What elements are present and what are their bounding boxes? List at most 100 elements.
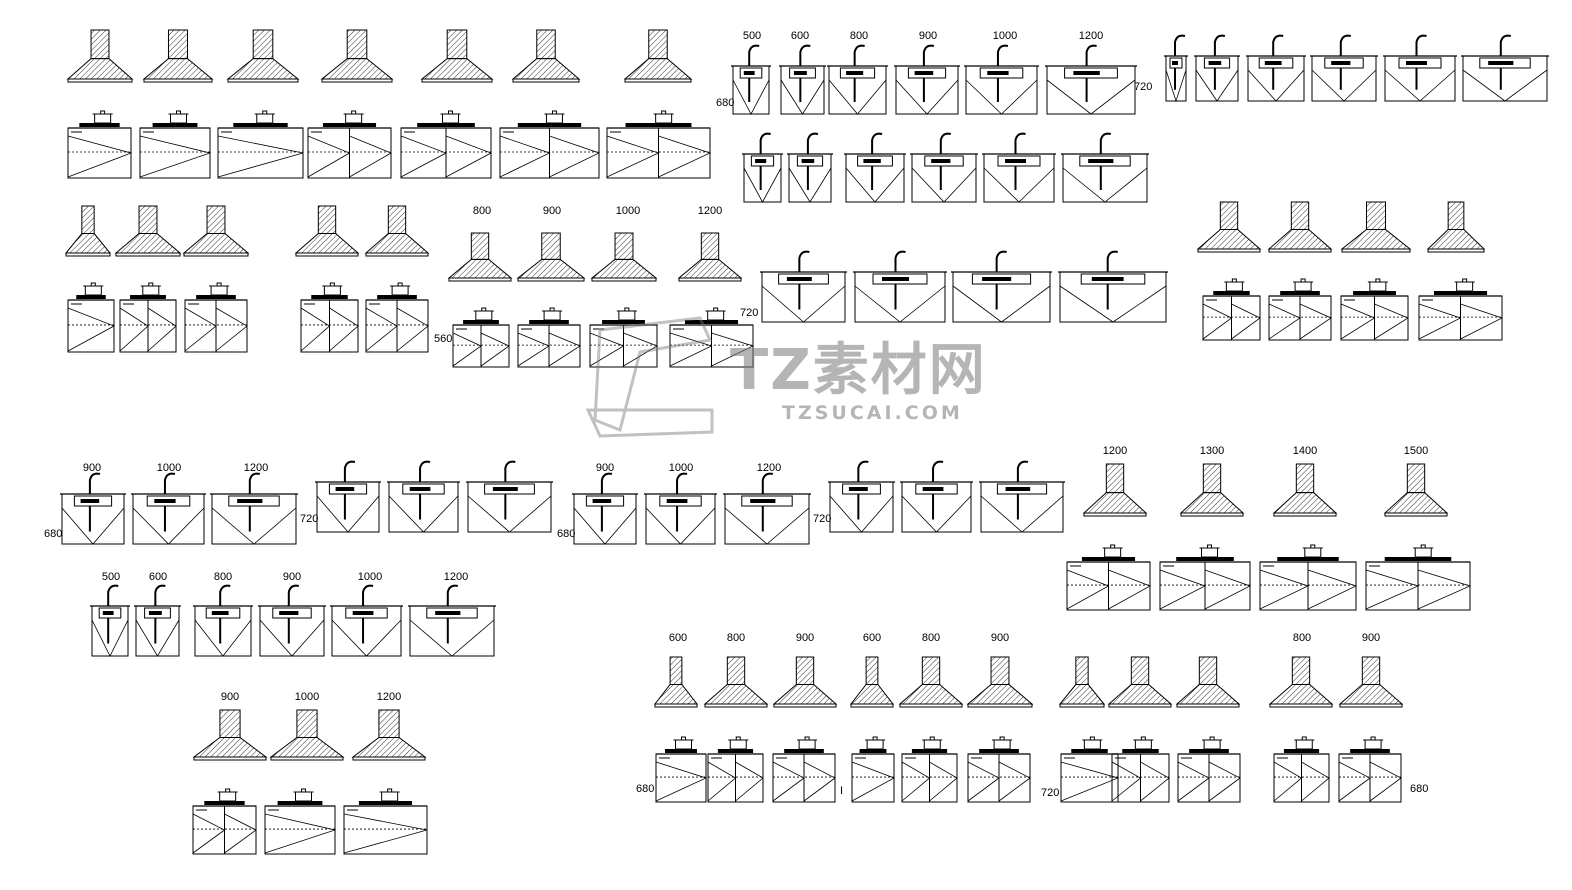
range-hood-icon [192,709,268,761]
hood-rim [624,78,692,83]
dim-label: 800 [921,632,941,644]
sink-basin [205,607,241,619]
hood-canopy [1268,684,1334,705]
faucet-icon [799,44,811,66]
range-hood-icon [142,29,214,83]
burner-grate [152,123,198,127]
basin-drain [743,71,755,75]
range-hood-icon [1383,463,1449,517]
sink-basin [971,273,1032,285]
range-hood-icon [1058,656,1106,708]
hood-rim [512,78,580,83]
sink-basin [750,155,775,167]
sink-cabinet-icon [910,132,978,203]
sink-cabinet-icon [979,460,1065,533]
sink-basin [741,495,793,507]
sink-basin [1398,57,1442,69]
hood-rim [183,252,249,257]
basin-drain [1331,61,1351,65]
burner-grate [1277,557,1339,561]
hood-canopy [849,684,895,705]
hood-canopy [364,233,430,254]
hood-canopy [590,258,658,279]
faucet-icon [154,584,166,606]
hood-rim [678,277,742,282]
door-swing [1462,69,1548,102]
door-swing [300,307,331,352]
sink-basin [228,495,280,507]
dim-label: 900 [990,632,1010,644]
pot-icon [655,113,673,124]
burner-grate [417,123,475,127]
hood-chimney [446,29,468,60]
range-hood-icon [1338,656,1404,708]
door-swing [772,761,805,802]
hood-chimney [700,232,720,260]
sink-cabinet-icon [844,132,906,203]
faucet-icon [806,132,819,154]
pot-knob [262,110,268,115]
stove-cabinet-icon [772,736,836,803]
burner-grate [130,295,166,299]
hood-chimney [387,205,407,234]
door-swing [517,332,550,367]
door-swing [929,761,958,802]
sink-basin [585,495,625,507]
door-swing [1247,69,1305,102]
sink-cabinet-icon [1058,250,1168,323]
basin-drain [914,71,934,75]
hood-canopy [1175,684,1241,705]
hood-canopy [447,258,513,279]
door-swing [983,167,1055,203]
door-swing [67,135,133,178]
stove-cabinet-icon [365,282,429,353]
sink-basin [872,273,928,285]
burner-grate [1081,557,1136,561]
stove-cabinet-icon [655,736,708,803]
burner-grate [1433,291,1488,295]
cabinet-body [264,805,336,855]
pot-knob [1370,736,1376,741]
hood-rim [591,277,657,282]
pot-knob [1089,736,1095,741]
stove-cabinet-icon [1338,736,1402,803]
hood-rim [1197,248,1261,253]
door-swing [658,135,712,178]
sink-basin [146,495,191,507]
sink-basin [778,273,829,285]
hood-rim [352,756,426,761]
sink-cabinet-icon [387,460,460,533]
sink-basin [426,607,478,619]
burner-grate [625,123,692,127]
pot-knob [551,110,557,115]
hood-chimney [317,205,337,234]
stove-cabinet-icon [1365,544,1472,611]
stove-cabinet-icon [901,736,958,803]
pot-icon [545,113,563,124]
pot-knob [1209,736,1215,741]
pot-knob [481,307,487,312]
door-swing [259,619,325,657]
faucet-icon [163,472,176,494]
basin-drain [987,71,1009,75]
basin-drain [492,487,518,491]
door-swing [901,761,931,802]
door-swing [1046,79,1136,115]
sink-basin [1079,155,1131,167]
dim-label: 900 [82,462,102,474]
hood-chimney [296,709,318,738]
basin-drain [1005,487,1031,491]
faucet-icon [1016,460,1029,482]
basin-drain [148,611,162,615]
sink-cabinet-icon [90,584,130,657]
hood-chimney [206,205,226,234]
range-hood-icon [516,232,586,282]
pot-knob [1300,278,1306,283]
hood-canopy [1338,684,1404,705]
pot-icon [84,285,102,296]
faucet-icon [107,584,119,606]
range-hood-icon [1340,201,1412,253]
door-swing [1384,69,1456,102]
cabinet-body [1060,753,1119,803]
pot-knob [804,736,810,741]
